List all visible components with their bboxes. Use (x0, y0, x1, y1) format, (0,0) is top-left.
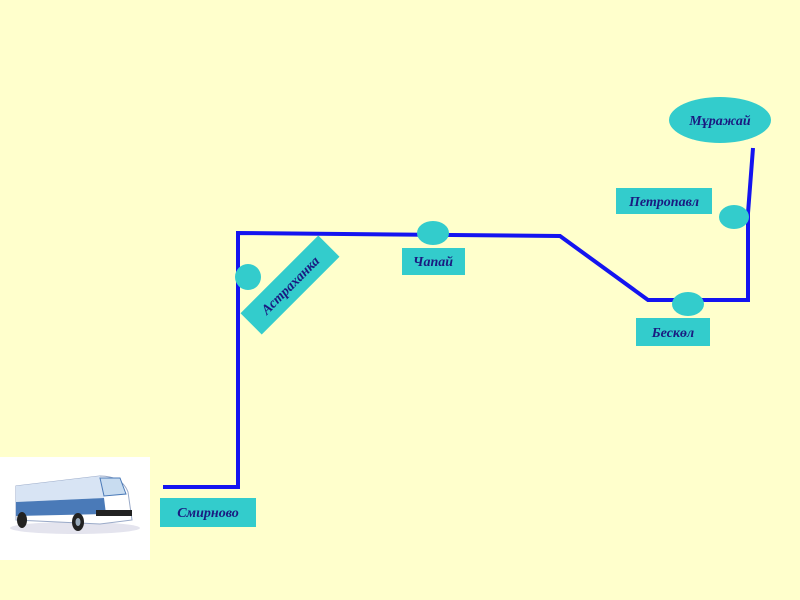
svg-text:Бескөл: Бескөл (651, 326, 694, 341)
stop-marker-astrakhanka[interactable] (235, 264, 261, 290)
stop-label-petropavl: Петропавл (616, 188, 712, 214)
svg-text:Чапай: Чапай (413, 255, 453, 270)
stop-label-beskol: Бескөл (636, 318, 710, 346)
bus-icon (0, 457, 150, 560)
stop-marker-beskol[interactable] (672, 292, 704, 316)
stop-marker-chapai[interactable] (417, 221, 449, 245)
svg-text:Мұражай: Мұражай (688, 114, 751, 129)
svg-text:Смирново: Смирново (177, 506, 239, 521)
stop-marker-petropavl[interactable] (719, 205, 749, 229)
route-line (163, 147, 755, 489)
stop-label-chapai: Чапай (402, 248, 465, 275)
stop-label-smirnovo: Смирново (160, 498, 256, 527)
svg-text:Петропавл: Петропавл (628, 195, 699, 210)
destination-murazhai: Мұражай (669, 97, 771, 143)
